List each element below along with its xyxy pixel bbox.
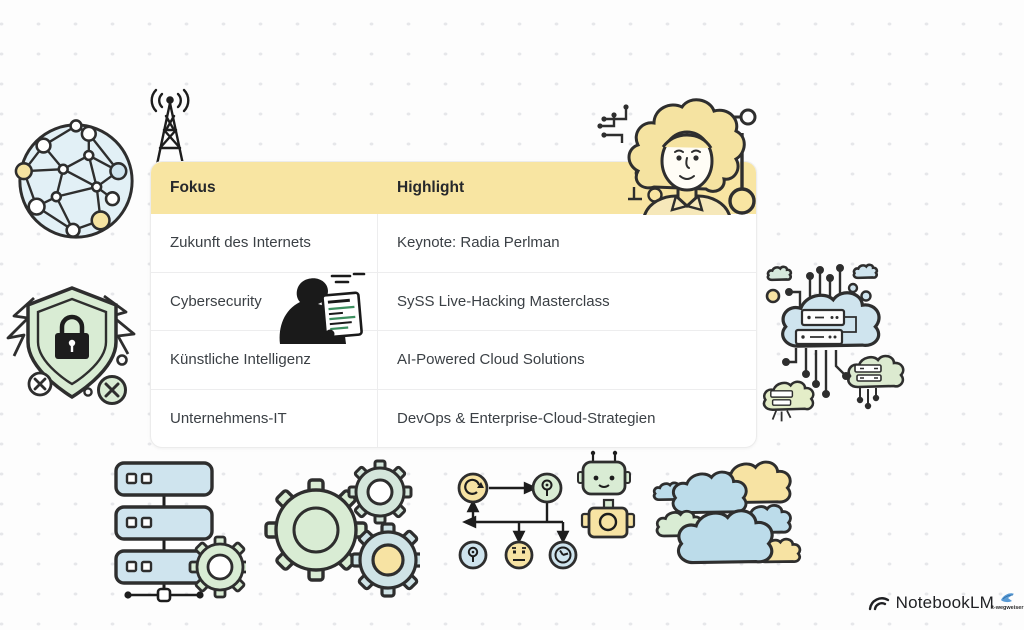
lock-icon — [55, 314, 89, 359]
table-body: Zukunft des Internets Keynote: Radia Per… — [151, 214, 756, 447]
column-header-highlight: Highlight — [397, 179, 465, 196]
gear-icon — [188, 535, 246, 599]
gears-illustration — [252, 448, 420, 604]
notebooklm-wordmark: NotebookLM — [895, 593, 994, 612]
notebooklm-logo-icon — [868, 597, 889, 611]
hacker-silhouette-illustration — [266, 270, 370, 344]
robot-head-icon — [577, 450, 631, 496]
shield-lock-illustration — [0, 272, 142, 414]
network-globe-illustration — [12, 110, 140, 254]
table-row: Cybersecurity SySS Live-Hacking Mastercl… — [151, 272, 756, 331]
fokus-cell: Unternehmens-IT — [151, 389, 378, 447]
idea-node-icon — [531, 472, 563, 504]
pin-node-icon — [458, 540, 488, 570]
highlight-cell: Keynote: Radia Perlman — [397, 234, 560, 252]
avatar-shirt — [643, 194, 731, 215]
table-row: Unternehmens-IT DevOps & Enterprise-Clou… — [151, 389, 756, 447]
highlight-cell: DevOps & Enterprise-Cloud-Strategien — [397, 409, 656, 427]
cloud-servers-illustration — [758, 262, 910, 434]
loop-node-icon — [457, 472, 489, 504]
highlight-cell: SySS Live-Hacking Masterclass — [397, 292, 610, 310]
avatar-face-features — [674, 149, 701, 180]
gear-small-icon — [347, 459, 413, 525]
fokus-cell: Cybersecurity — [151, 272, 378, 330]
clouds-illustration — [650, 452, 806, 582]
gear-yellow-center-icon — [350, 522, 420, 598]
notebooklm-branding: NotebookLM — [868, 593, 994, 613]
watermark-icon — [1000, 593, 1014, 603]
fokus-cell: Zukunft des Internets — [151, 214, 378, 272]
x-badges — [27, 354, 128, 405]
workflow-diagram-illustration — [443, 448, 643, 576]
watermark-label: it-wegweiser — [990, 605, 1024, 611]
watermark: it-wegweiser — [990, 592, 1024, 611]
table-row: Künstliche Intelligenz AI-Powered Cloud … — [151, 331, 756, 390]
fokus-cell: Künstliche Intelligenz — [151, 331, 378, 389]
circuit-dots — [597, 104, 629, 138]
highlight-cell: AI-Powered Cloud Solutions — [397, 351, 585, 369]
lightning-bolts — [6, 294, 136, 357]
robot-body-icon — [580, 498, 636, 539]
table-row: Zukunft des Internets Keynote: Radia Per… — [151, 214, 756, 273]
server-stack-illustration — [98, 455, 246, 603]
column-header-fokus: Fokus — [170, 179, 216, 196]
face-node-icon — [504, 540, 534, 570]
hacker-tablet — [321, 291, 363, 339]
clock-node-icon — [548, 540, 578, 570]
avatar-with-key-illustration — [592, 95, 768, 215]
